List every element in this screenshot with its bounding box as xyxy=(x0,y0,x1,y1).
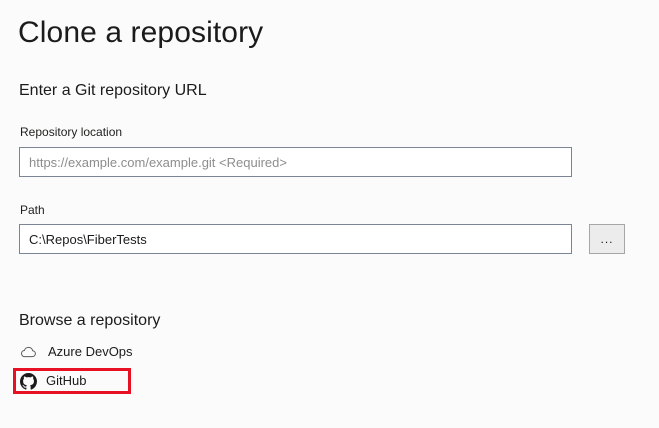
cloud-icon xyxy=(19,343,37,361)
page-title: Clone a repository xyxy=(18,16,264,49)
path-input[interactable] xyxy=(19,224,572,254)
provider-item-azure-devops[interactable]: Azure DevOps xyxy=(19,341,133,363)
browse-folder-button[interactable]: ... xyxy=(589,224,625,254)
repository-location-input[interactable] xyxy=(19,147,572,177)
section-heading-browse-repository: Browse a repository xyxy=(19,312,161,329)
section-heading-enter-url: Enter a Git repository URL xyxy=(19,82,207,99)
path-label: Path xyxy=(20,203,45,217)
repository-location-label: Repository location xyxy=(20,125,123,139)
provider-label-github: GitHub xyxy=(46,373,87,388)
provider-label-azure-devops: Azure DevOps xyxy=(48,344,133,359)
ellipsis-icon: ... xyxy=(600,232,614,246)
provider-item-github[interactable]: GitHub xyxy=(13,368,131,394)
github-icon xyxy=(19,372,37,390)
